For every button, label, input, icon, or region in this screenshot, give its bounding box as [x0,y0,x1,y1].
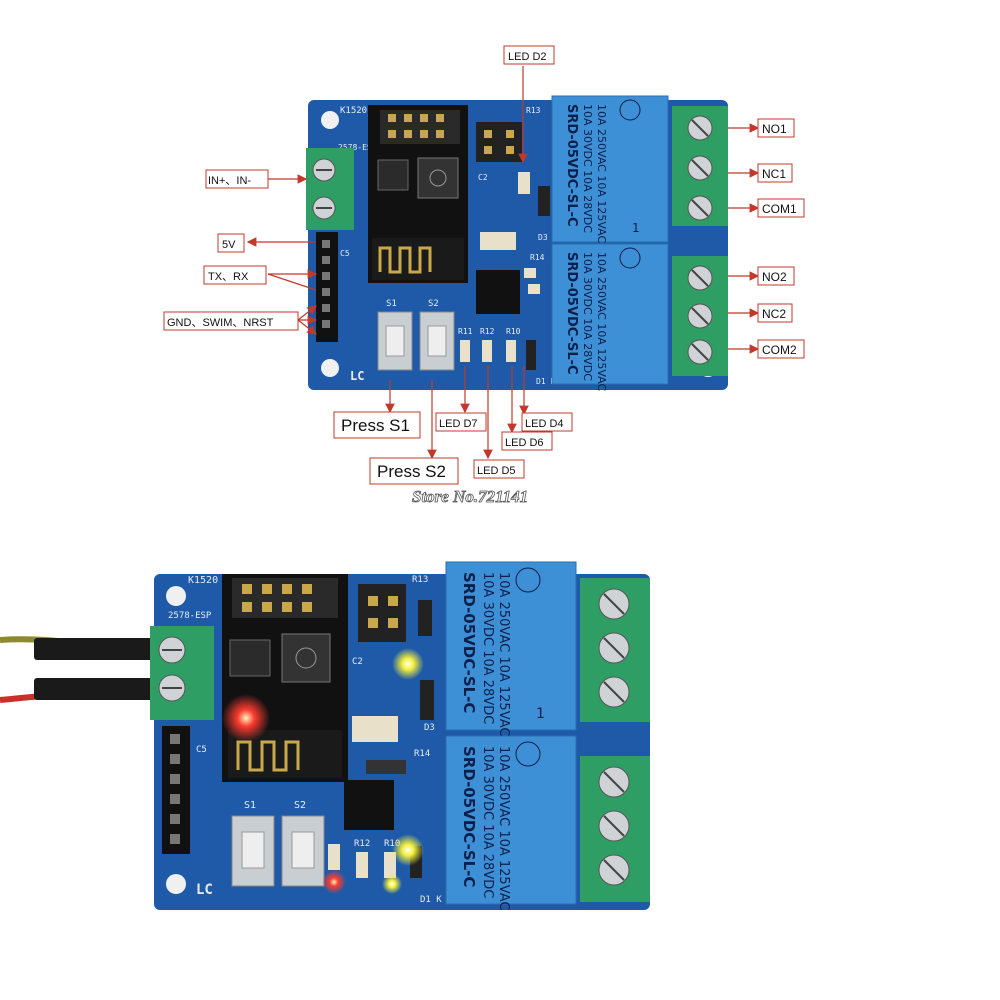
label-no2: NO2 [762,270,787,284]
button-s2[interactable] [419,311,455,371]
silk-d3-b: D3 [424,723,435,733]
silk-c5-b: C5 [196,745,207,755]
label-com1: COM1 [762,202,797,216]
silk-r12: R12 [480,327,495,336]
silk-esp-b: 2578-ESP [168,611,212,621]
label-led-d4: LED D4 [525,418,564,430]
mount-hole [166,874,186,894]
label-nc1: NC1 [762,167,786,181]
silk-s2: S2 [428,299,439,309]
callouts [246,66,760,460]
jumper-header-bottom [358,584,406,642]
button-s1[interactable] [377,311,413,371]
label-led-d7: LED D7 [439,418,478,430]
label-com2: COM2 [762,343,797,357]
mount-hole [321,359,339,377]
relay1-line3: SRD-05VDC-SL-C [564,104,579,227]
silk-lc: LC [350,369,364,383]
silk-r12-b: R12 [354,839,370,849]
relay2b-line2: 10A 30VDC 10A 28VDC [480,746,495,898]
output-terminal-1 [672,106,728,226]
silk-r14: R14 [530,253,545,262]
input-terminal [306,148,354,230]
led-glow-red [222,694,270,742]
label-tx-rx: TX、RX [208,271,249,283]
silk-c2-b: C2 [352,657,363,667]
silk-esp: 2578-ESP [338,143,377,152]
label-led-d6: LED D6 [505,437,544,449]
relay2b-line3: SRD-05VDC-SL-C [460,746,478,887]
silk-r11: R11 [458,327,473,336]
silk-d3: D3 [538,233,548,242]
input-terminal-bottom [150,626,214,720]
relay1-line1: 10A 250VAC 10A 125VAC [595,104,608,244]
pin-header [316,232,338,342]
relay-1: 10A 250VAC 10A 125VAC 10A 30VDC 10A 28VD… [551,95,669,244]
silk-d1k-b: D1 K [420,895,442,905]
wire-sleeve [34,638,154,660]
relay2-line1: 10A 250VAC 10A 125VAC [595,252,608,392]
label-led-d5: LED D5 [477,465,516,477]
relay-1-bottom: 10A 250VAC 10A 125VAC 10A 30VDC 10A 28VD… [445,561,577,737]
output-terminal-2 [672,256,728,376]
callout-labels: LED D2 IN+、IN- 5V TX、RX GND、SWIM、NRST NO… [163,45,805,485]
relay1b-line1: 10A 250VAC 10A 125VAC [496,572,511,737]
button-s1-bottom[interactable] [231,815,275,887]
silk-s2-b: S2 [294,800,306,811]
silk-r10-b: R10 [384,839,400,849]
silk-r14-b: R14 [414,749,430,759]
wire-sleeve [34,678,154,700]
relay-2-bottom: 10A 250VAC 10A 125VAC 10A 30VDC 10A 28VD… [445,735,577,911]
silk-r10: R10 [506,327,521,336]
silk-d1k: D1 K [536,377,555,386]
label-nc2: NC2 [762,307,786,321]
label-in-power: IN+、IN- [208,175,251,187]
relay2-line3: SRD-05VDC-SL-C [564,252,579,375]
relay1b-channel: 1 [536,706,545,722]
led-glow-red [322,870,346,894]
relay1-channel: 1 [632,221,640,235]
mount-hole [166,586,186,606]
bottom-board: K1520 2578-ESP [0,561,650,911]
label-5v: 5V [222,239,236,251]
top-board: K1520 2578-ESP R13 C2 D3 R14 [306,95,728,392]
silk-s1: S1 [386,299,397,309]
watermark: Store No.721141 [412,487,528,506]
relay1b-line3: SRD-05VDC-SL-C [460,572,478,713]
mount-hole [321,111,339,129]
silk-lc-b: LC [196,882,213,898]
silk-r13: R13 [526,106,541,115]
label-led-d2: LED D2 [508,51,547,63]
label-gnd-swim-nrst: GND、SWIM、NRST [167,317,274,329]
silk-s1-b: S1 [244,800,256,811]
led-glow-yellow [382,874,402,894]
silk-k1520: K1520 [340,106,367,116]
label-press-s2: Press S2 [377,462,446,481]
pin-header-bottom [162,726,190,854]
esp-module [368,105,468,283]
esp-module-bottom [222,574,348,782]
silk-c2: C2 [478,173,488,182]
silk-c5: C5 [340,249,350,258]
silk-r13-b: R13 [412,575,428,585]
output-terminal-1-bottom [580,578,650,722]
relay2-line2: 10A 30VDC 10A 28VDC [581,252,594,381]
jumper-header [476,122,522,162]
led-glow-yellow [392,648,424,680]
led-glow-yellow [392,834,424,866]
relay1b-line2: 10A 30VDC 10A 28VDC [480,572,495,724]
relay1-line2: 10A 30VDC 10A 28VDC [581,104,594,233]
relay2b-line1: 10A 250VAC 10A 125VAC [496,746,511,911]
label-press-s1: Press S1 [341,416,410,435]
relay-2: 10A 250VAC 10A 125VAC 10A 30VDC 10A 28VD… [551,243,669,392]
label-no1: NO1 [762,122,787,136]
output-terminal-2-bottom [580,756,650,902]
button-s2-bottom[interactable] [281,815,325,887]
silk-k1520-b: K1520 [188,575,218,586]
